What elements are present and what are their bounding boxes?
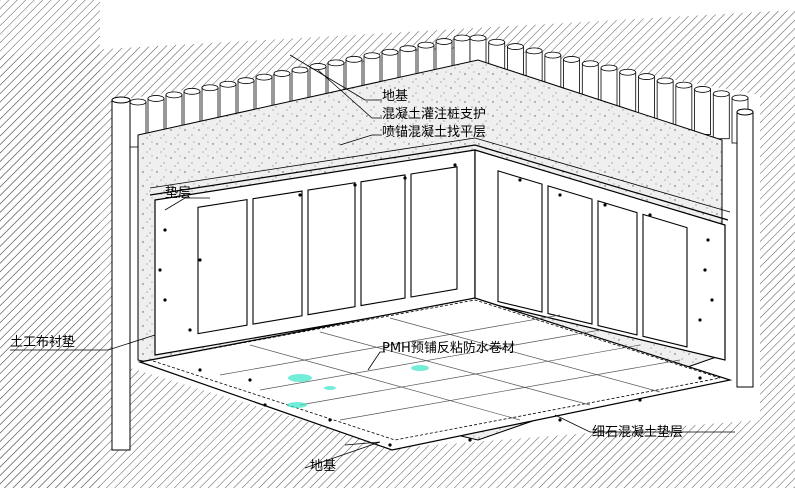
wall-panel — [307, 182, 356, 316]
pile — [694, 86, 711, 135]
anchor-dot — [603, 203, 607, 207]
anchor-dot — [263, 403, 267, 407]
anchor-dot — [403, 176, 407, 180]
anchor-dot — [328, 418, 332, 422]
label-geotextile: 土工布衬垫 — [10, 334, 75, 350]
label-pmh-membrane: PMH预铺反粘防水卷材 — [382, 340, 515, 356]
anchor-dot — [198, 368, 202, 372]
anchor-dot — [703, 268, 707, 272]
wall-panel — [360, 174, 406, 307]
anchor-dot — [353, 183, 357, 187]
anchor-dot — [518, 178, 522, 182]
wall-panel — [642, 213, 688, 348]
wall-panel — [252, 190, 303, 325]
pile — [712, 90, 730, 140]
anchor-dot — [188, 328, 192, 332]
anchor-dot — [468, 438, 472, 442]
anchor-dot — [706, 238, 710, 242]
left-pile-columns — [111, 96, 754, 451]
anchor-dot — [638, 398, 642, 402]
anchor-dots — [158, 163, 714, 447]
anchor-dot — [558, 418, 562, 422]
anchor-dot — [158, 268, 162, 272]
label-fine-concrete: 细石混凝土垫层 — [592, 424, 683, 440]
pile — [675, 81, 693, 131]
wall-panel — [197, 198, 248, 335]
anchor-dot — [163, 298, 167, 302]
label-shotcrete-leveling: 喷锚混凝土找平层 — [382, 124, 486, 140]
anchor-dot — [248, 378, 252, 382]
anchor-dot — [648, 213, 652, 217]
anchor-dot — [698, 318, 702, 322]
wall-panel — [547, 185, 593, 325]
wall-panel — [597, 200, 638, 336]
anchor-dot — [388, 443, 392, 447]
anchor-dot — [298, 193, 302, 197]
wall-panel — [410, 166, 458, 298]
anchor-dot — [698, 376, 702, 380]
label-waterproof-layer: 垫层 — [165, 185, 191, 201]
anchor-dot — [558, 193, 562, 197]
label-foundation-bottom: 地基 — [310, 459, 336, 474]
anchor-dot — [163, 228, 167, 232]
label-pile-support: 混凝土灌注桩支护 — [382, 106, 486, 122]
pile — [656, 77, 674, 127]
membrane-panels — [197, 166, 688, 348]
floor-slab — [137, 297, 733, 451]
pile — [638, 73, 655, 122]
anchor-dot — [453, 163, 457, 167]
anchor-dot — [710, 298, 714, 302]
anchor-dot — [198, 258, 202, 262]
wall-panel — [497, 170, 543, 313]
pile — [581, 60, 599, 110]
leader-lines — [10, 54, 735, 469]
label-foundation-top: 地基 — [382, 89, 408, 104]
